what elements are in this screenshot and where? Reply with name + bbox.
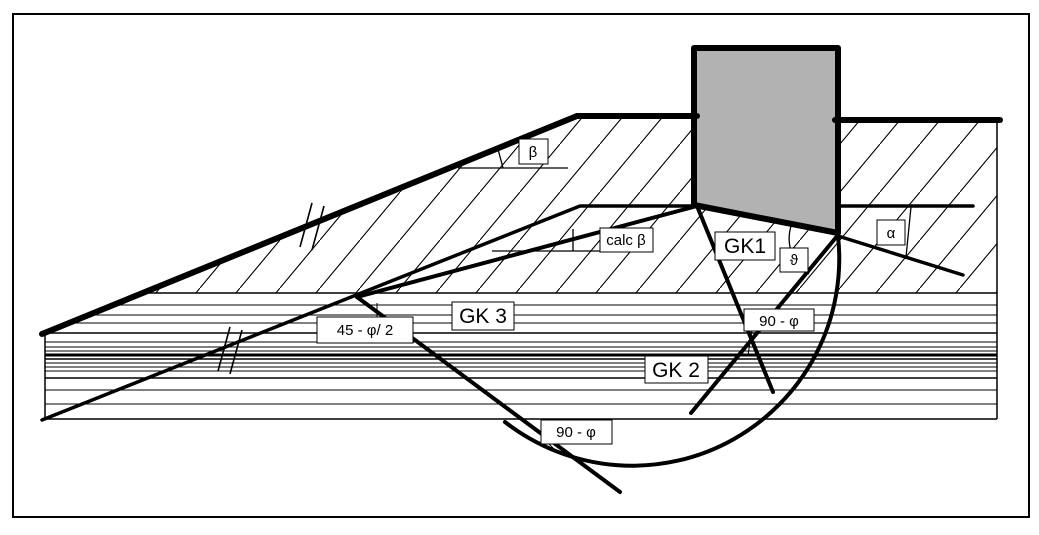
slope-surface-line	[39, 113, 580, 337]
outer-frame	[12, 13, 1030, 518]
label-gk1: GK1	[714, 231, 776, 261]
label-45-phi-half-text: 45 - φ/ 2	[337, 322, 393, 339]
labels: β calc β GK1 ϑ α GK 3 45 - φ/ 2 90 - φ	[316, 138, 906, 445]
label-beta-text: β	[529, 144, 538, 161]
deep-sliding-line	[40, 204, 975, 422]
label-90-phi-upper: 90 - φ	[743, 308, 815, 332]
label-gk1-text: GK1	[724, 235, 766, 258]
gk1-wedge-left	[695, 204, 775, 394]
parallel-marks-slope	[299, 202, 325, 251]
label-90-phi-upper-text: 90 - φ	[759, 313, 799, 330]
label-beta: β	[518, 138, 549, 165]
label-gk2-text: GK 2	[652, 359, 700, 382]
label-45-phi-half: 45 - φ/ 2	[316, 316, 414, 344]
beta-tick	[497, 148, 504, 169]
label-90-phi-lower-text: 90 - φ	[556, 424, 596, 441]
label-alpha-text: α	[887, 225, 896, 242]
label-calc-beta-text: calc β	[606, 232, 646, 249]
parallel-marks-deep-line	[217, 326, 243, 375]
label-90-phi-lower: 90 - φ	[540, 419, 613, 445]
label-theta-text: ϑ	[790, 252, 799, 269]
label-calc-beta: calc β	[599, 227, 654, 253]
label-theta: ϑ	[779, 247, 809, 273]
foundation-block	[691, 45, 841, 236]
leader-90-phi-lower	[548, 443, 559, 454]
label-gk3-text: GK 3	[459, 305, 507, 328]
label-gk2: GK 2	[644, 355, 709, 384]
label-gk3: GK 3	[451, 301, 515, 331]
leader-90-phi-upper	[747, 329, 753, 356]
soil-layer-lines	[44, 120, 998, 420]
alpha-tick	[905, 206, 912, 258]
label-alpha: α	[876, 219, 906, 246]
terrain-surface	[39, 113, 1003, 337]
alpha-line	[836, 234, 965, 277]
